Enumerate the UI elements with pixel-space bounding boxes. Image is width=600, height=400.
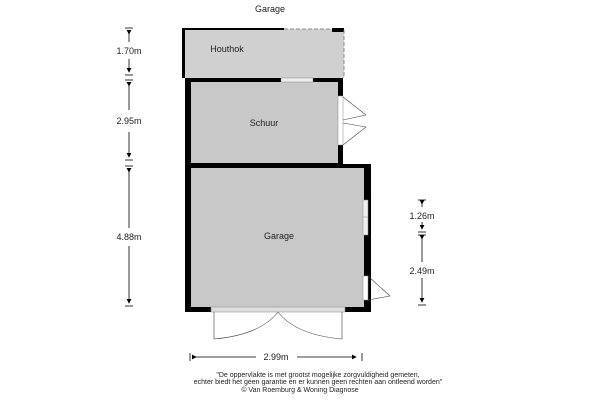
door-swing bbox=[342, 96, 367, 146]
schuur-floor bbox=[191, 82, 338, 163]
dimension-door-offset: 2.49m bbox=[409, 266, 434, 276]
door-swing bbox=[367, 275, 391, 301]
dimension-lines-left bbox=[125, 27, 133, 307]
side-door bbox=[362, 275, 369, 301]
room-garage: Garage bbox=[185, 164, 391, 340]
dimension-garage-depth: 4.88m bbox=[116, 232, 141, 242]
dimension-lines-right bbox=[418, 199, 426, 306]
disclaimer-line-2: echter biedt het geen garantie en er kun… bbox=[194, 379, 443, 386]
dimension-line-bottom bbox=[189, 353, 363, 361]
room-houthok: Houthok bbox=[182, 28, 345, 78]
door-schuur bbox=[337, 95, 344, 146]
plan-title: Garage bbox=[255, 4, 285, 14]
copyright: © Van Roemburg & Woning Diagnose bbox=[241, 386, 358, 394]
room-schuur: Schuur bbox=[185, 77, 367, 166]
disclaimer-line-1: "De oppervlakte is met grootst mogelijke… bbox=[216, 372, 419, 379]
window bbox=[362, 199, 369, 236]
houthok-post bbox=[332, 28, 344, 32]
room-label-schuur: Schuur bbox=[250, 118, 279, 128]
garage-door bbox=[210, 306, 346, 313]
garage-door-swing bbox=[213, 311, 343, 340]
garage-floor bbox=[191, 168, 364, 307]
dimension-garage-width: 2.99m bbox=[263, 352, 288, 362]
room-label-garage: Garage bbox=[264, 231, 294, 241]
dimension-schuur-depth: 2.95m bbox=[116, 116, 141, 126]
window bbox=[280, 77, 314, 83]
dimension-houthok-depth: 1.70m bbox=[116, 46, 141, 56]
houthok-left-wall bbox=[182, 28, 185, 78]
dimension-window-offset: 1.26m bbox=[409, 211, 434, 221]
room-label-houthok: Houthok bbox=[210, 44, 244, 54]
houthok-floor bbox=[184, 29, 344, 78]
